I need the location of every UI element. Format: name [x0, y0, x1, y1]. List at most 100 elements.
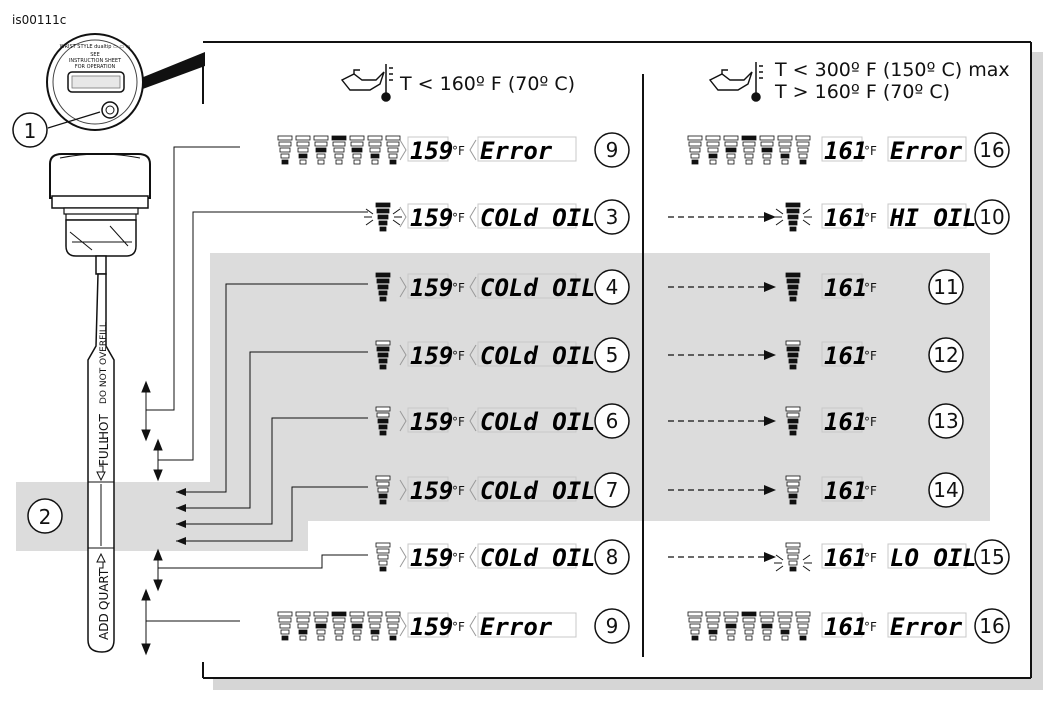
bar-segment	[314, 141, 328, 147]
bar-segment	[377, 554, 389, 560]
left-temp-readout: 159	[410, 613, 453, 641]
right-message-readout: HI OIL	[889, 204, 977, 232]
left-msg-ghost	[477, 612, 577, 638]
dipstick-collar	[51, 195, 149, 209]
bar-segment	[799, 159, 807, 165]
leader-row-1	[146, 146, 240, 411]
dipstick-add: ADD	[97, 613, 111, 640]
callout-circle	[594, 132, 630, 168]
dipstick-neck	[95, 255, 107, 275]
bar-segment	[386, 617, 400, 623]
bar-segment	[371, 159, 379, 165]
left-temp-readout: 159	[410, 408, 453, 436]
bar-segment	[369, 147, 381, 153]
bar-segment	[707, 623, 719, 629]
zoom-pointer	[136, 52, 205, 90]
dipstick-body	[65, 219, 137, 257]
left-row-number: 7	[594, 472, 630, 508]
left-msg-ghost	[477, 136, 577, 162]
bar-segment	[708, 629, 718, 635]
left-level-bars	[375, 475, 391, 505]
left-temp-ghost	[407, 476, 449, 502]
transition-arrowhead	[764, 552, 776, 562]
header-left-text: T < 160º F (70º C)	[399, 73, 575, 95]
separator-glyph	[469, 206, 477, 228]
oil-can-icon-right	[708, 69, 753, 91]
bar-segment	[368, 617, 382, 623]
flash-ray	[775, 208, 784, 215]
bar-segment	[789, 364, 797, 370]
bar-segment	[378, 560, 388, 566]
dim-low-top	[141, 588, 151, 601]
bar-segment	[298, 629, 308, 635]
bar-segment	[375, 272, 391, 278]
bar-segment	[691, 635, 699, 641]
bar-segment	[295, 611, 311, 617]
left-temp-ghost	[407, 341, 449, 367]
callout-number: 11	[933, 275, 958, 299]
flash-ray	[392, 219, 401, 226]
bar-segment	[760, 617, 774, 623]
transition-arrowhead	[764, 212, 776, 222]
left-strip-bar-3	[313, 611, 329, 641]
bar-segment	[375, 475, 391, 481]
dipstick-cap	[49, 153, 151, 199]
bar-segment	[376, 346, 390, 352]
bar-segment	[798, 629, 808, 635]
right-message-readout: LO OIL	[890, 544, 977, 572]
right-row-number: 11	[928, 269, 964, 305]
separator-glyph	[399, 410, 407, 432]
left-temp-ghost	[407, 136, 449, 162]
callout-number: 12	[933, 343, 958, 367]
bar-segment	[278, 141, 292, 147]
right-msg-ghost	[887, 203, 967, 229]
right-row-number: 13	[928, 403, 964, 439]
bar-segment	[387, 147, 399, 153]
separator-glyph	[399, 344, 407, 366]
right-level-bars	[785, 340, 801, 370]
bar-segment	[689, 147, 701, 153]
callout-circle	[594, 472, 630, 508]
bar-segment	[785, 202, 801, 208]
bar-segment	[335, 159, 343, 165]
bar-segment	[788, 358, 798, 364]
bar-segment	[691, 159, 699, 165]
bar-segment	[385, 611, 401, 617]
dipstick-blade	[87, 273, 115, 653]
bar-segment	[351, 623, 363, 629]
bar-segment	[350, 141, 364, 147]
left-degree-unit: °F	[452, 484, 465, 498]
right-temp-ghost	[821, 136, 863, 162]
right-strip-bar-2	[705, 135, 721, 165]
flash-ray	[392, 208, 401, 215]
callout-number: 3	[606, 205, 619, 229]
bar-segment	[385, 135, 401, 141]
leader-row-6	[176, 486, 368, 542]
flash-ray	[775, 554, 784, 561]
right-flash-indicator	[774, 208, 812, 226]
bar-segment	[724, 141, 738, 147]
bar-segment	[368, 141, 382, 147]
bar-segment	[795, 135, 811, 141]
left-temp-readout: 159	[410, 204, 453, 232]
bar-segment	[378, 424, 388, 430]
right-level-bars	[785, 202, 801, 232]
bar-segment	[349, 611, 365, 617]
left-message-readout: COLd OIL	[480, 477, 596, 505]
bar-segment	[332, 617, 346, 623]
bar-segment	[333, 623, 345, 629]
left-degree-unit: °F	[452, 211, 465, 225]
right-msg-ghost	[887, 612, 967, 638]
separator-glyph	[399, 546, 407, 568]
bar-segment	[705, 611, 721, 617]
bar-segment	[370, 629, 380, 635]
flash-ray	[802, 565, 811, 572]
callout-number: 6	[606, 409, 619, 433]
callout-number: 7	[606, 478, 619, 502]
bar-segment	[377, 352, 389, 358]
bar-segment	[787, 418, 799, 424]
bar-segment	[799, 635, 807, 641]
